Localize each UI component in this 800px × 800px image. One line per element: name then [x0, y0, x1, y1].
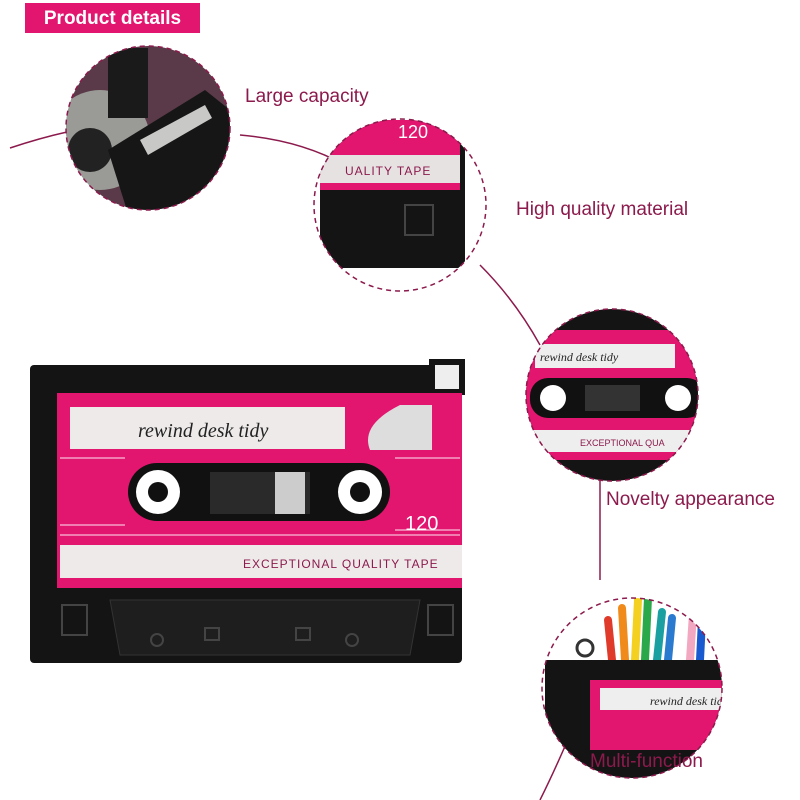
- svg-text:UALITY TAPE: UALITY TAPE: [345, 164, 431, 178]
- svg-text:EXCEPTIONAL QUA: EXCEPTIONAL QUA: [580, 438, 665, 448]
- closeup-novelty: rewind desk tidy EXCEPTIONAL QUA: [526, 309, 698, 481]
- tape-text: EXCEPTIONAL QUALITY TAPE: [243, 557, 439, 571]
- cassette-tape-dispenser: rewind desk tidy 120 EXCEPTIONAL QUALITY…: [30, 359, 465, 663]
- closeup-large-capacity: [66, 46, 230, 210]
- feature-large-capacity: Large capacity: [245, 86, 369, 107]
- svg-text:120: 120: [398, 122, 428, 142]
- closeup-multi-function: rewind desk tidy: [542, 598, 729, 778]
- label-text: rewind desk tidy: [138, 420, 268, 442]
- feature-high-quality: High quality material: [516, 199, 689, 220]
- closeup-high-quality: UALITY TAPE 120: [314, 119, 470, 270]
- number-120: 120: [405, 513, 438, 535]
- feature-novelty: Novelty appearance: [606, 489, 775, 510]
- svg-text:rewind desk tidy: rewind desk tidy: [650, 694, 729, 708]
- product-details-badge: Product details: [25, 3, 200, 33]
- svg-text:rewind desk tidy: rewind desk tidy: [540, 350, 619, 364]
- feature-multi-function: Multi-function: [590, 751, 703, 772]
